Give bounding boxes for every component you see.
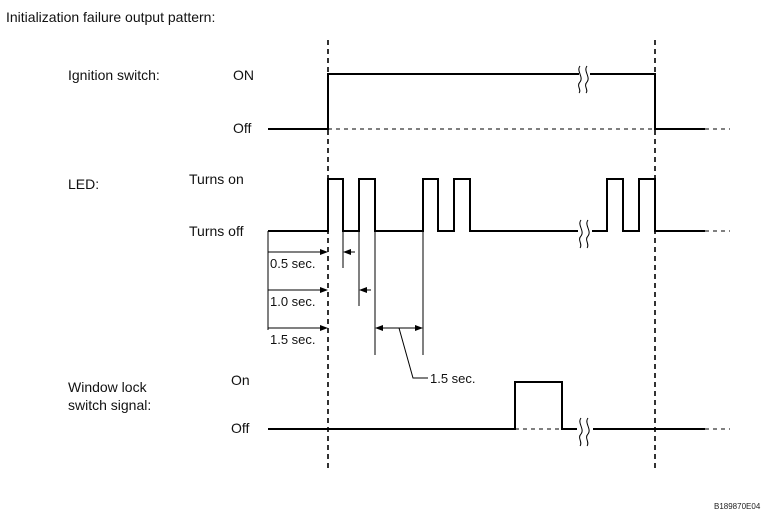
figure-id: B189870E04 [714, 502, 761, 511]
window-lock-waveform [268, 381, 730, 430]
ignition-off-label: Off [233, 120, 252, 136]
led-label: LED: [68, 176, 99, 192]
dimension-1-5-sec-first [268, 325, 328, 331]
ignition-switch-label: Ignition switch: [68, 67, 160, 83]
dimension-1-5-sec-second [375, 325, 428, 379]
ignition-break-icon [578, 65, 589, 94]
timing-1-0-sec: 1.0 sec. [270, 294, 316, 309]
diagram-title: Initialization failure output pattern: [6, 9, 215, 25]
window-lock-break-icon [579, 417, 590, 447]
timing-extension-lines [267, 231, 424, 355]
window-lock-off-label: Off [231, 420, 250, 436]
ignition-waveform [268, 73, 730, 130]
dimension-0-5-sec [268, 249, 355, 255]
ignition-on-label: ON [233, 67, 254, 83]
timing-1-5-sec-first: 1.5 sec. [270, 332, 316, 347]
led-waveform [268, 178, 730, 232]
timing-0-5-sec: 0.5 sec. [270, 256, 316, 271]
window-lock-label-line2: switch signal: [68, 397, 151, 413]
led-turns-off-label: Turns off [189, 223, 244, 239]
timing-1-5-sec-second: 1.5 sec. [430, 371, 476, 386]
window-lock-label-line1: Window lock [68, 379, 148, 395]
dimension-1-0-sec [268, 287, 371, 293]
window-lock-on-label: On [231, 372, 250, 388]
led-break-icon [579, 219, 590, 249]
led-turns-on-label: Turns on [189, 171, 244, 187]
